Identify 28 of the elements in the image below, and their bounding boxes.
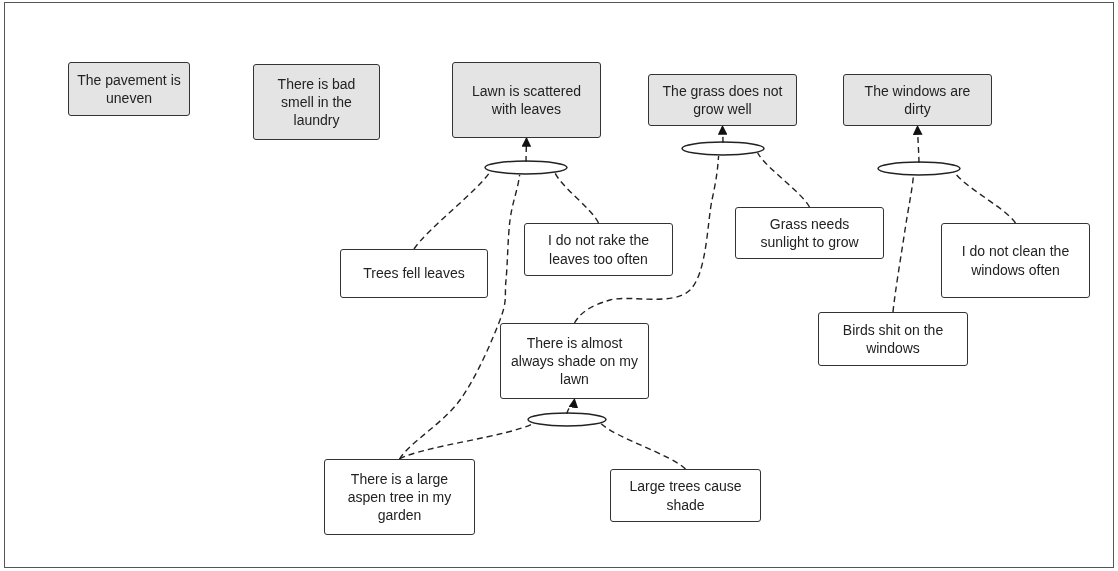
- arrow: [912, 125, 923, 164]
- connector-line: [554, 172, 600, 224]
- connector-line: [398, 422, 534, 460]
- connector-line: [600, 422, 687, 470]
- junction-ellipse: [681, 141, 765, 156]
- junction-ellipse: [877, 161, 961, 176]
- cause-box: There is a large aspen tree in my garden: [324, 459, 475, 535]
- cause-box: There is almost always shade on my lawn: [500, 323, 649, 399]
- cause-box: Trees fell leaves: [340, 249, 488, 298]
- effect-box: The pavement is uneven: [68, 62, 190, 116]
- arrow: [521, 137, 532, 163]
- effect-box: There is bad smell in the laundry: [253, 64, 380, 140]
- junction-ellipse: [527, 412, 607, 427]
- arrow: [717, 125, 728, 144]
- cause-box: I do not rake the leaves too often: [524, 223, 673, 276]
- effect-box: The grass does not grow well: [648, 74, 797, 126]
- cause-box: I do not clean the windows often: [941, 223, 1090, 298]
- connector-line: [398, 174, 521, 460]
- connector-line: [573, 155, 720, 324]
- connector-line: [756, 152, 811, 208]
- cause-box: Grass needs sunlight to grow: [735, 207, 884, 259]
- cause-box: Birds shit on the windows: [818, 312, 968, 366]
- effect-box: The windows are dirty: [843, 74, 992, 126]
- cause-box: Large trees cause shade: [610, 469, 761, 522]
- connector-line: [892, 175, 915, 313]
- arrow: [566, 398, 578, 415]
- effect-box: Lawn is scattered with leaves: [452, 62, 601, 138]
- junction-ellipse: [484, 160, 568, 175]
